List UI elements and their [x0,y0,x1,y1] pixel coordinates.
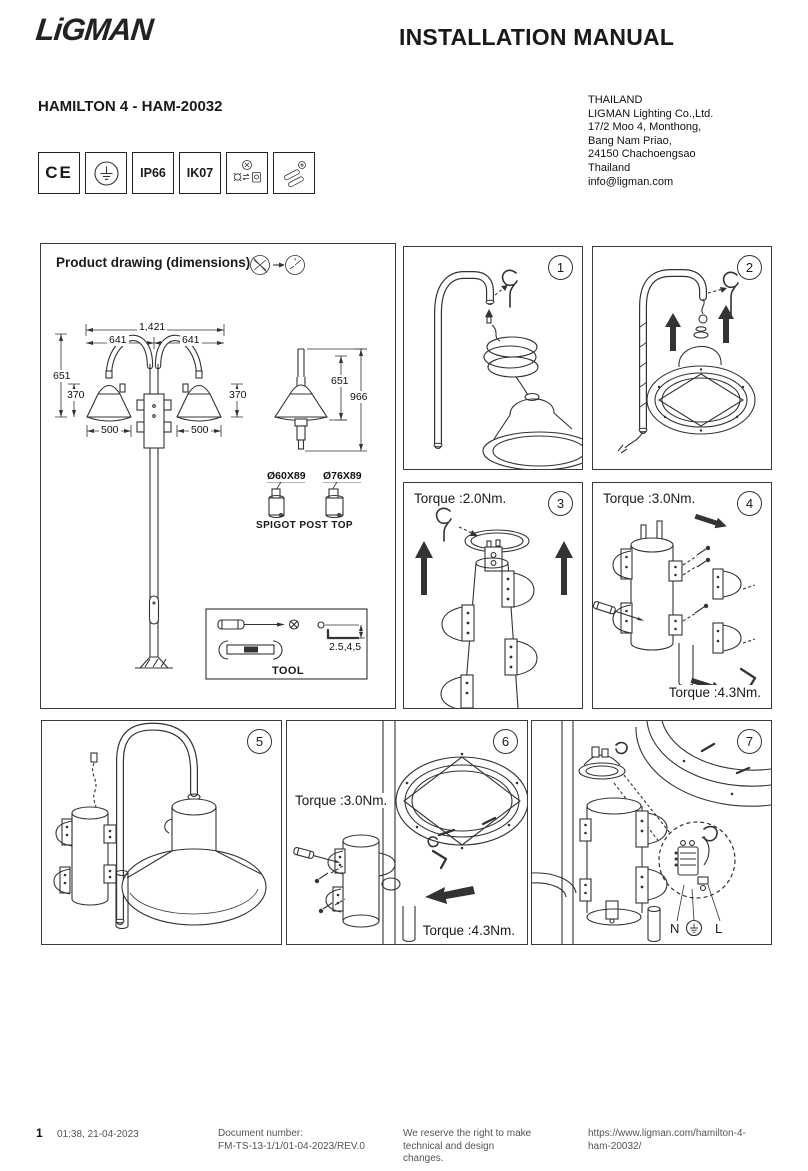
torque-label: Torque :3.0Nm. [293,793,390,808]
spigot-caption: SPIGOT POST TOP [256,520,353,531]
step-number: 2 [737,255,762,280]
tool-caption: TOOL [272,665,304,677]
doc-number-value: FM-TS-13-1/1/01-04-2023/REV.0 [218,1140,365,1152]
ip66-rating: IP66 [132,152,174,194]
no-tools-torque-icon [250,255,305,275]
dim-arm-right: 641 [180,334,202,346]
earth-icon [85,152,127,194]
step-panel-4: Torque :3.0Nm. Torque :4.3Nm. 4 [592,482,772,709]
step-number: 7 [737,729,762,754]
step-panel-5: 5 [41,720,282,945]
step-panel-7: N L 7 [531,720,772,945]
spigot-b-label: Ø76X89 [321,470,364,482]
torque-label-2: Torque :4.3Nm. [666,685,763,700]
product-drawing-panel: Product drawing (dimensions) 1,421 641 6… [40,243,396,709]
doc-number-label: Document number: [218,1128,304,1139]
wire-l-label: L [715,921,723,936]
step-number: 3 [548,491,573,516]
dim-side-height: 651 [329,375,351,387]
relamp-icon [226,152,268,194]
address-line: LIGMAN Lighting Co.,Ltd. [588,107,714,120]
footer-url: https://www.ligman.com/hamilton-4-ham-20… [588,1128,746,1152]
dim-drop-right: 370 [227,389,249,401]
hand-tools-icon [284,161,306,188]
dim-side-total: 966 [348,391,370,403]
earth-symbol-icon [685,919,703,937]
spigot-a-label: Ø60X89 [265,470,308,482]
torque-label-2: Torque :4.3Nm. [420,923,517,938]
address-line: 24150 Chachoengsao [588,148,696,161]
earth-symbol-icon [93,160,119,186]
drawing-title: Product drawing (dimensions) [56,255,251,270]
dim-drop-left: 370 [65,389,87,401]
ligman-logo: LiGMAN [34,12,155,47]
ce-mark: CE [38,152,80,194]
step-number: 6 [493,729,518,754]
dim-total-width: 1,421 [137,321,168,333]
address-line: THAILAND [588,94,643,106]
address-line: 17/2 Moo 4, Monthong, [588,121,702,134]
step-panel-2: 2 [592,246,772,470]
address-line: Thailand [588,161,631,174]
step-panel-3: Torque :2.0Nm. 3 [403,482,583,709]
product-heading: HAMILTON 4 - HAM-20032 [38,98,223,115]
dim-height-left: 651 [51,370,73,382]
torque-label: Torque :2.0Nm. [412,491,509,506]
lamp-replace-icon [233,160,261,183]
footer-datetime: 01:38, 21-04-2023 [57,1129,139,1140]
ik07-rating: IK07 [179,152,221,194]
footer-doc-number: Document number: FM-TS-13-1/1/01-04-2023… [218,1128,388,1153]
address-block: THAILAND LIGMAN Lighting Co.,Ltd. 17/2 M… [588,94,713,189]
dim-shade-left: 500 [99,424,121,436]
address-line: info@ligman.com [588,175,674,188]
dim-shade-right: 500 [189,424,211,436]
wire-n-label: N [670,921,680,936]
dim-arm-left: 641 [107,334,129,346]
footer-notice: We reserve the right to make technical a… [403,1128,532,1164]
step-number: 4 [737,491,762,516]
page-number: 1 [36,1126,43,1140]
step-panel-1: 1 [403,246,583,470]
address-line: Bang Nam Priao, [588,134,672,147]
certification-row: CE IP66 IK07 [38,152,315,194]
step-panel-6: Torque :3.0Nm. Torque :4.3Nm. 6 [286,720,528,945]
torque-label: Torque :3.0Nm. [601,491,698,506]
step-number: 5 [247,729,272,754]
hex-key-sizes: 2.5,4,5 [327,641,364,653]
step-number: 1 [548,255,573,280]
page-title: INSTALLATION MANUAL [399,24,675,50]
tools-icon [273,152,315,194]
